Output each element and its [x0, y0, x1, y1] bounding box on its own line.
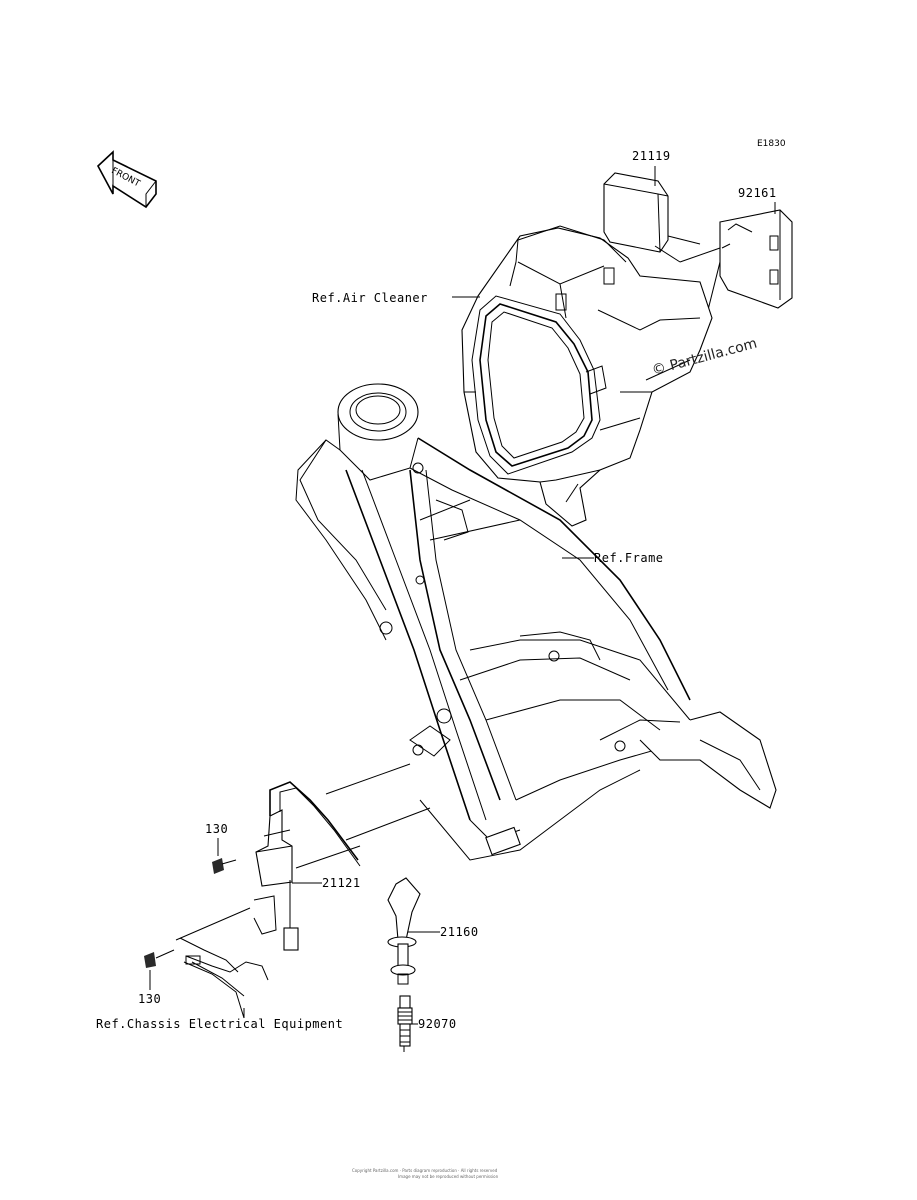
label-21160: 21160 — [440, 925, 479, 939]
bolt-130-top — [212, 858, 237, 874]
footer-line-2: Image may not be reproduced without perm… — [398, 1174, 499, 1179]
bolt-130-bottom — [144, 907, 251, 968]
label-21121: 21121 — [322, 876, 361, 890]
diagram-code: E1830 — [757, 139, 786, 149]
assembly-lines — [295, 763, 431, 869]
label-21119: 21119 — [632, 149, 671, 163]
part-21119 — [603, 172, 701, 263]
part-21160 — [387, 877, 421, 985]
part-92161 — [679, 209, 793, 319]
label-ref-frame: Ref.Frame — [594, 551, 664, 565]
front-arrow-icon: FRONT — [97, 150, 157, 209]
label-130-bottom: 130 — [138, 992, 161, 1006]
footer-line-1: Copyright Partzilla.com · Parts diagram … — [352, 1168, 498, 1173]
label-ref-chassis: Ref.Chassis Electrical Equipment — [96, 1017, 343, 1031]
frame — [295, 383, 777, 861]
air-cleaner-housing — [461, 225, 713, 527]
label-130-top: 130 — [205, 822, 228, 836]
wire-harness — [179, 937, 269, 1019]
part-21121 — [253, 781, 361, 951]
label-92070: 92070 — [418, 1017, 457, 1031]
label-92161: 92161 — [738, 186, 777, 200]
part-92070 — [397, 995, 413, 1052]
label-ref-air-cleaner: Ref.Air Cleaner — [312, 291, 428, 305]
